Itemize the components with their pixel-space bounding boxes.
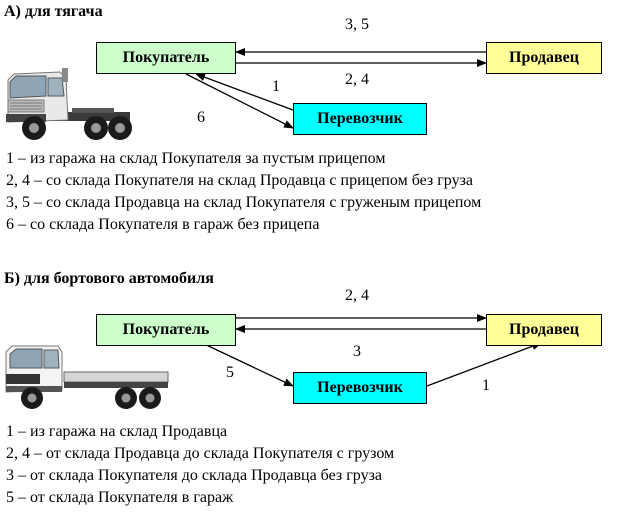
legend-b-item: 5 – от склада Покупателя в гараж — [6, 489, 234, 506]
label-b-mid: 3 — [353, 343, 361, 360]
label-b-top: 2, 4 — [345, 287, 369, 304]
legend-b-item: 3 – от склада Покупателя до склада Прода… — [6, 467, 382, 484]
carrier-box-b: Перевозчик — [293, 372, 427, 404]
legend-a: 1 – из гаража на склад Покупателя за пус… — [6, 148, 481, 236]
legend-b-item: 1 – из гаража на склад Продавца — [6, 423, 228, 440]
legend-a-item: 3, 5 – со склада Продавца на склад Покуп… — [6, 194, 482, 211]
flatbed-truck-image — [5, 345, 169, 409]
arrow-a-buyer-to-carrier — [185, 73, 294, 129]
section-b-title: Б) для бортового автомобиля — [4, 270, 214, 287]
buyer-box-a: Покупатель — [96, 42, 236, 74]
arrow-a-carrier-to-buyer — [195, 73, 294, 111]
label-a-one: 1 — [272, 78, 280, 95]
arrow-b-buyer-to-carrier — [199, 341, 294, 387]
label-b-one: 1 — [482, 377, 490, 394]
tractor-truck-image — [6, 68, 132, 140]
legend-b: 1 – из гаража на склад Продавца 2, 4 – о… — [6, 421, 394, 509]
label-a-top: 3, 5 — [345, 16, 369, 33]
legend-b-item: 2, 4 – от склада Продавца до склада Поку… — [6, 445, 395, 462]
label-a-six: 6 — [197, 109, 205, 126]
legend-a-item: 1 – из гаража на склад Покупателя за пус… — [6, 150, 386, 167]
legend-a-item: 2, 4 – со склада Покупателя на склад Про… — [6, 172, 474, 189]
label-a-mid: 2, 4 — [345, 71, 369, 88]
section-a-title: А) для тягача — [4, 3, 103, 20]
seller-box-b: Продавец — [486, 314, 602, 346]
arrow-b-carrier-to-seller — [426, 342, 542, 387]
carrier-box-a: Перевозчик — [293, 103, 427, 135]
legend-a-item: 6 – со склада Покупателя в гараж без при… — [6, 216, 320, 233]
buyer-box-b: Покупатель — [96, 314, 236, 346]
seller-box-a: Продавец — [486, 42, 602, 74]
label-b-five: 5 — [226, 364, 234, 381]
